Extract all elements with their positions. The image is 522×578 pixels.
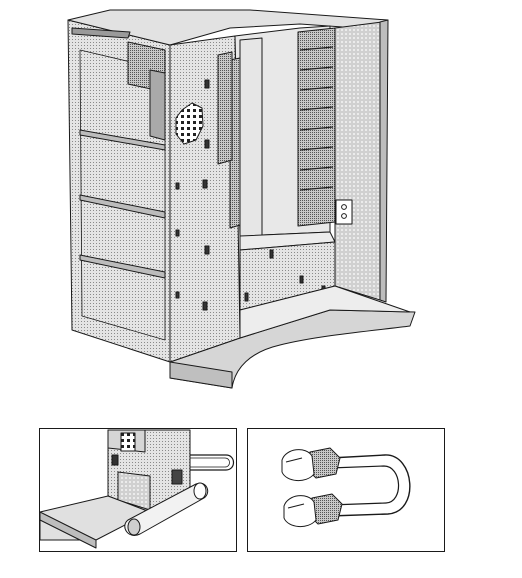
connector-plate <box>335 199 353 225</box>
lower-screw-head <box>283 495 317 527</box>
card-bracket <box>217 51 233 165</box>
inset-vent-block <box>120 432 136 452</box>
inset-wire-loop <box>190 454 235 471</box>
inset-roller-end <box>193 482 207 500</box>
connector-hole-bottom <box>341 213 347 219</box>
inset-wire-loop-inner <box>190 457 230 468</box>
rear-mesh-panel <box>334 21 383 301</box>
inset-right-illustration <box>281 447 411 527</box>
inset-roller-cap <box>127 518 141 536</box>
chassis-base-plate <box>169 309 416 389</box>
upper-screw-slot <box>285 457 303 463</box>
chassis-illustration <box>67 9 416 389</box>
drive-slot <box>149 69 166 141</box>
inset-right-frame <box>247 428 445 552</box>
partition-slots <box>175 79 210 311</box>
u-wire-outer <box>329 454 411 517</box>
shelf-upper <box>79 129 166 151</box>
lower-screw-slot <box>287 503 305 509</box>
expansion-slot-dividers <box>299 46 334 191</box>
top-rail <box>71 27 131 39</box>
connector-hole-top <box>341 204 347 210</box>
u-wire-inner <box>329 465 400 506</box>
inset-base-edge <box>39 511 97 549</box>
upper-screw-head <box>281 449 315 481</box>
shelf-lower <box>79 254 166 279</box>
inset-small-tab <box>111 454 119 466</box>
case-floor <box>239 285 411 339</box>
inset-port <box>171 469 183 485</box>
shelf-middle <box>79 194 166 219</box>
inset-left-panel <box>39 428 237 552</box>
inset-left-illustration <box>39 429 235 549</box>
fan-grille <box>175 102 204 145</box>
chassis-base-front-edge <box>169 361 233 389</box>
inset-right-panel <box>247 428 445 552</box>
rear-panel-frame <box>379 19 389 303</box>
